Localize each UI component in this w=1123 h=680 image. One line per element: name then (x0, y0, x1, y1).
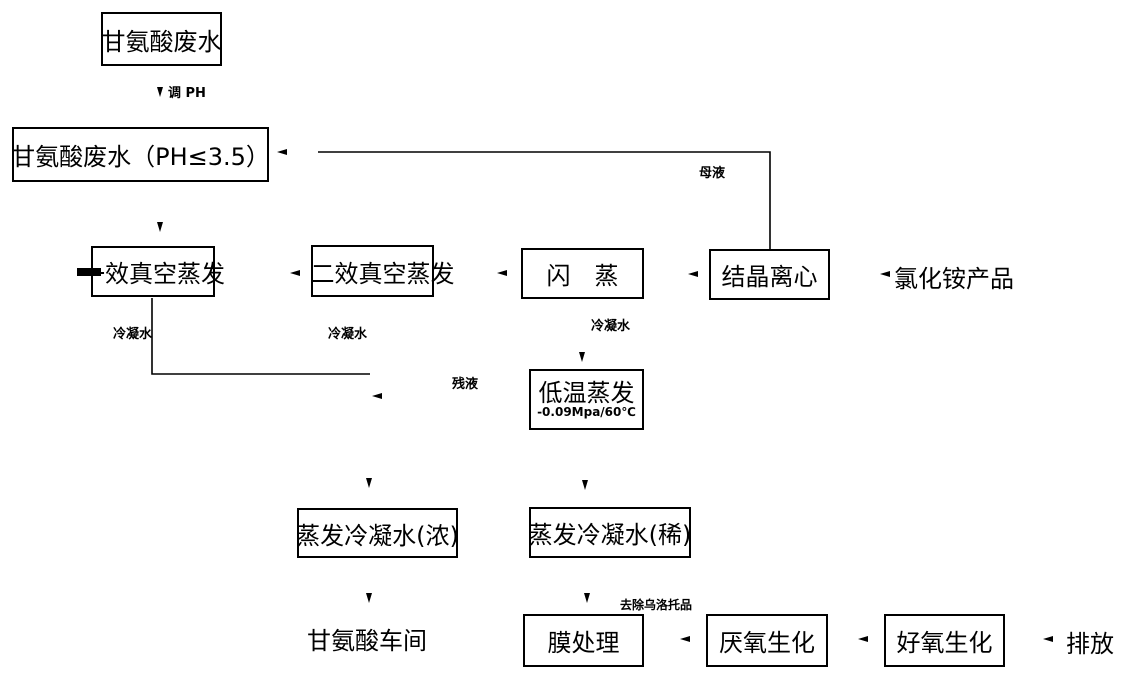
node-label: 膜处理 (547, 629, 620, 657)
edge-label-condensate: 冷凝水 (113, 327, 153, 342)
mother-liquor-line (318, 151, 771, 249)
node-label: 闪 蒸 (546, 262, 619, 290)
node-label: 甘氨酸废水 (101, 27, 222, 56)
arrow-left-icon (497, 270, 507, 276)
node-label: 低温蒸发 (538, 378, 635, 407)
node-label: 甘氨酸废水（PH≤3.5） (11, 143, 270, 171)
arrow-left-icon (290, 270, 300, 276)
node-label: 厌氧生化 (719, 629, 815, 657)
arrow-left-icon (688, 271, 698, 277)
edge-label-condensate: 冷凝水 (591, 319, 631, 334)
arrow-left-icon (880, 271, 890, 277)
arrow-left-icon (372, 393, 382, 399)
edge-label-residue: 残液 (452, 377, 479, 392)
node-discharge: 排放 (1066, 630, 1114, 658)
arrow-down-icon (366, 478, 372, 488)
arrow-left-icon (277, 149, 287, 155)
arrow-down-icon (584, 593, 590, 603)
arrow-down-icon (579, 352, 585, 362)
node-label: 蒸发冷凝水(浓) (296, 521, 459, 550)
node-condensate-concentrated: 蒸发冷凝水(浓) (296, 508, 459, 558)
node-first-effect-evaporation: 一效真空蒸发 (81, 246, 225, 297)
node-low-temp-evaporation: 低温蒸发 -0.09Mpa/60℃ (529, 369, 644, 430)
arrow-left-icon (1043, 636, 1053, 642)
node-ammonium-chloride-product: 氯化铵产品 (894, 265, 1014, 293)
arrow-left-icon (77, 268, 101, 276)
edge-label-condensate: 冷凝水 (328, 327, 368, 342)
node-anaerobic: 厌氧生化 (706, 614, 828, 667)
node-label: 蒸发冷凝水(稀) (528, 521, 692, 549)
edge-label-mother-liquor: 母液 (699, 166, 726, 181)
node-crystallize-centrifuge: 结晶离心 (709, 249, 830, 300)
arrow-down-icon (582, 480, 588, 490)
node-label: 一效真空蒸发 (81, 260, 225, 288)
node-glycine-wastewater-ph: 甘氨酸废水（PH≤3.5） (11, 127, 270, 182)
node-membrane-treatment: 膜处理 (523, 614, 644, 667)
edge-label-remove-urotropine: 去除乌洛托品 (620, 598, 693, 612)
node-second-effect-evaporation: 二效真空蒸发 (311, 245, 455, 297)
arrow-left-icon (858, 636, 868, 642)
arrow-down-icon (157, 87, 163, 97)
node-aerobic: 好氧生化 (884, 614, 1005, 667)
arrow-down-icon (366, 593, 372, 603)
arrow-left-icon (680, 636, 690, 642)
node-flash-evaporation: 闪 蒸 (521, 248, 644, 299)
condensate-line (151, 298, 370, 375)
edge-label-adjust-ph: 调 PH (168, 86, 206, 101)
node-condensate-dilute: 蒸发冷凝水(稀) (529, 507, 691, 558)
arrow-down-icon (157, 222, 163, 232)
node-label: 好氧生化 (896, 629, 993, 657)
node-label: 结晶离心 (721, 263, 818, 291)
node-glycine-workshop: 甘氨酸车间 (307, 627, 427, 655)
node-glycine-wastewater: 甘氨酸废水 (101, 12, 222, 66)
node-label: 二效真空蒸发 (310, 259, 455, 288)
node-condition: -0.09Mpa/60℃ (537, 405, 636, 420)
